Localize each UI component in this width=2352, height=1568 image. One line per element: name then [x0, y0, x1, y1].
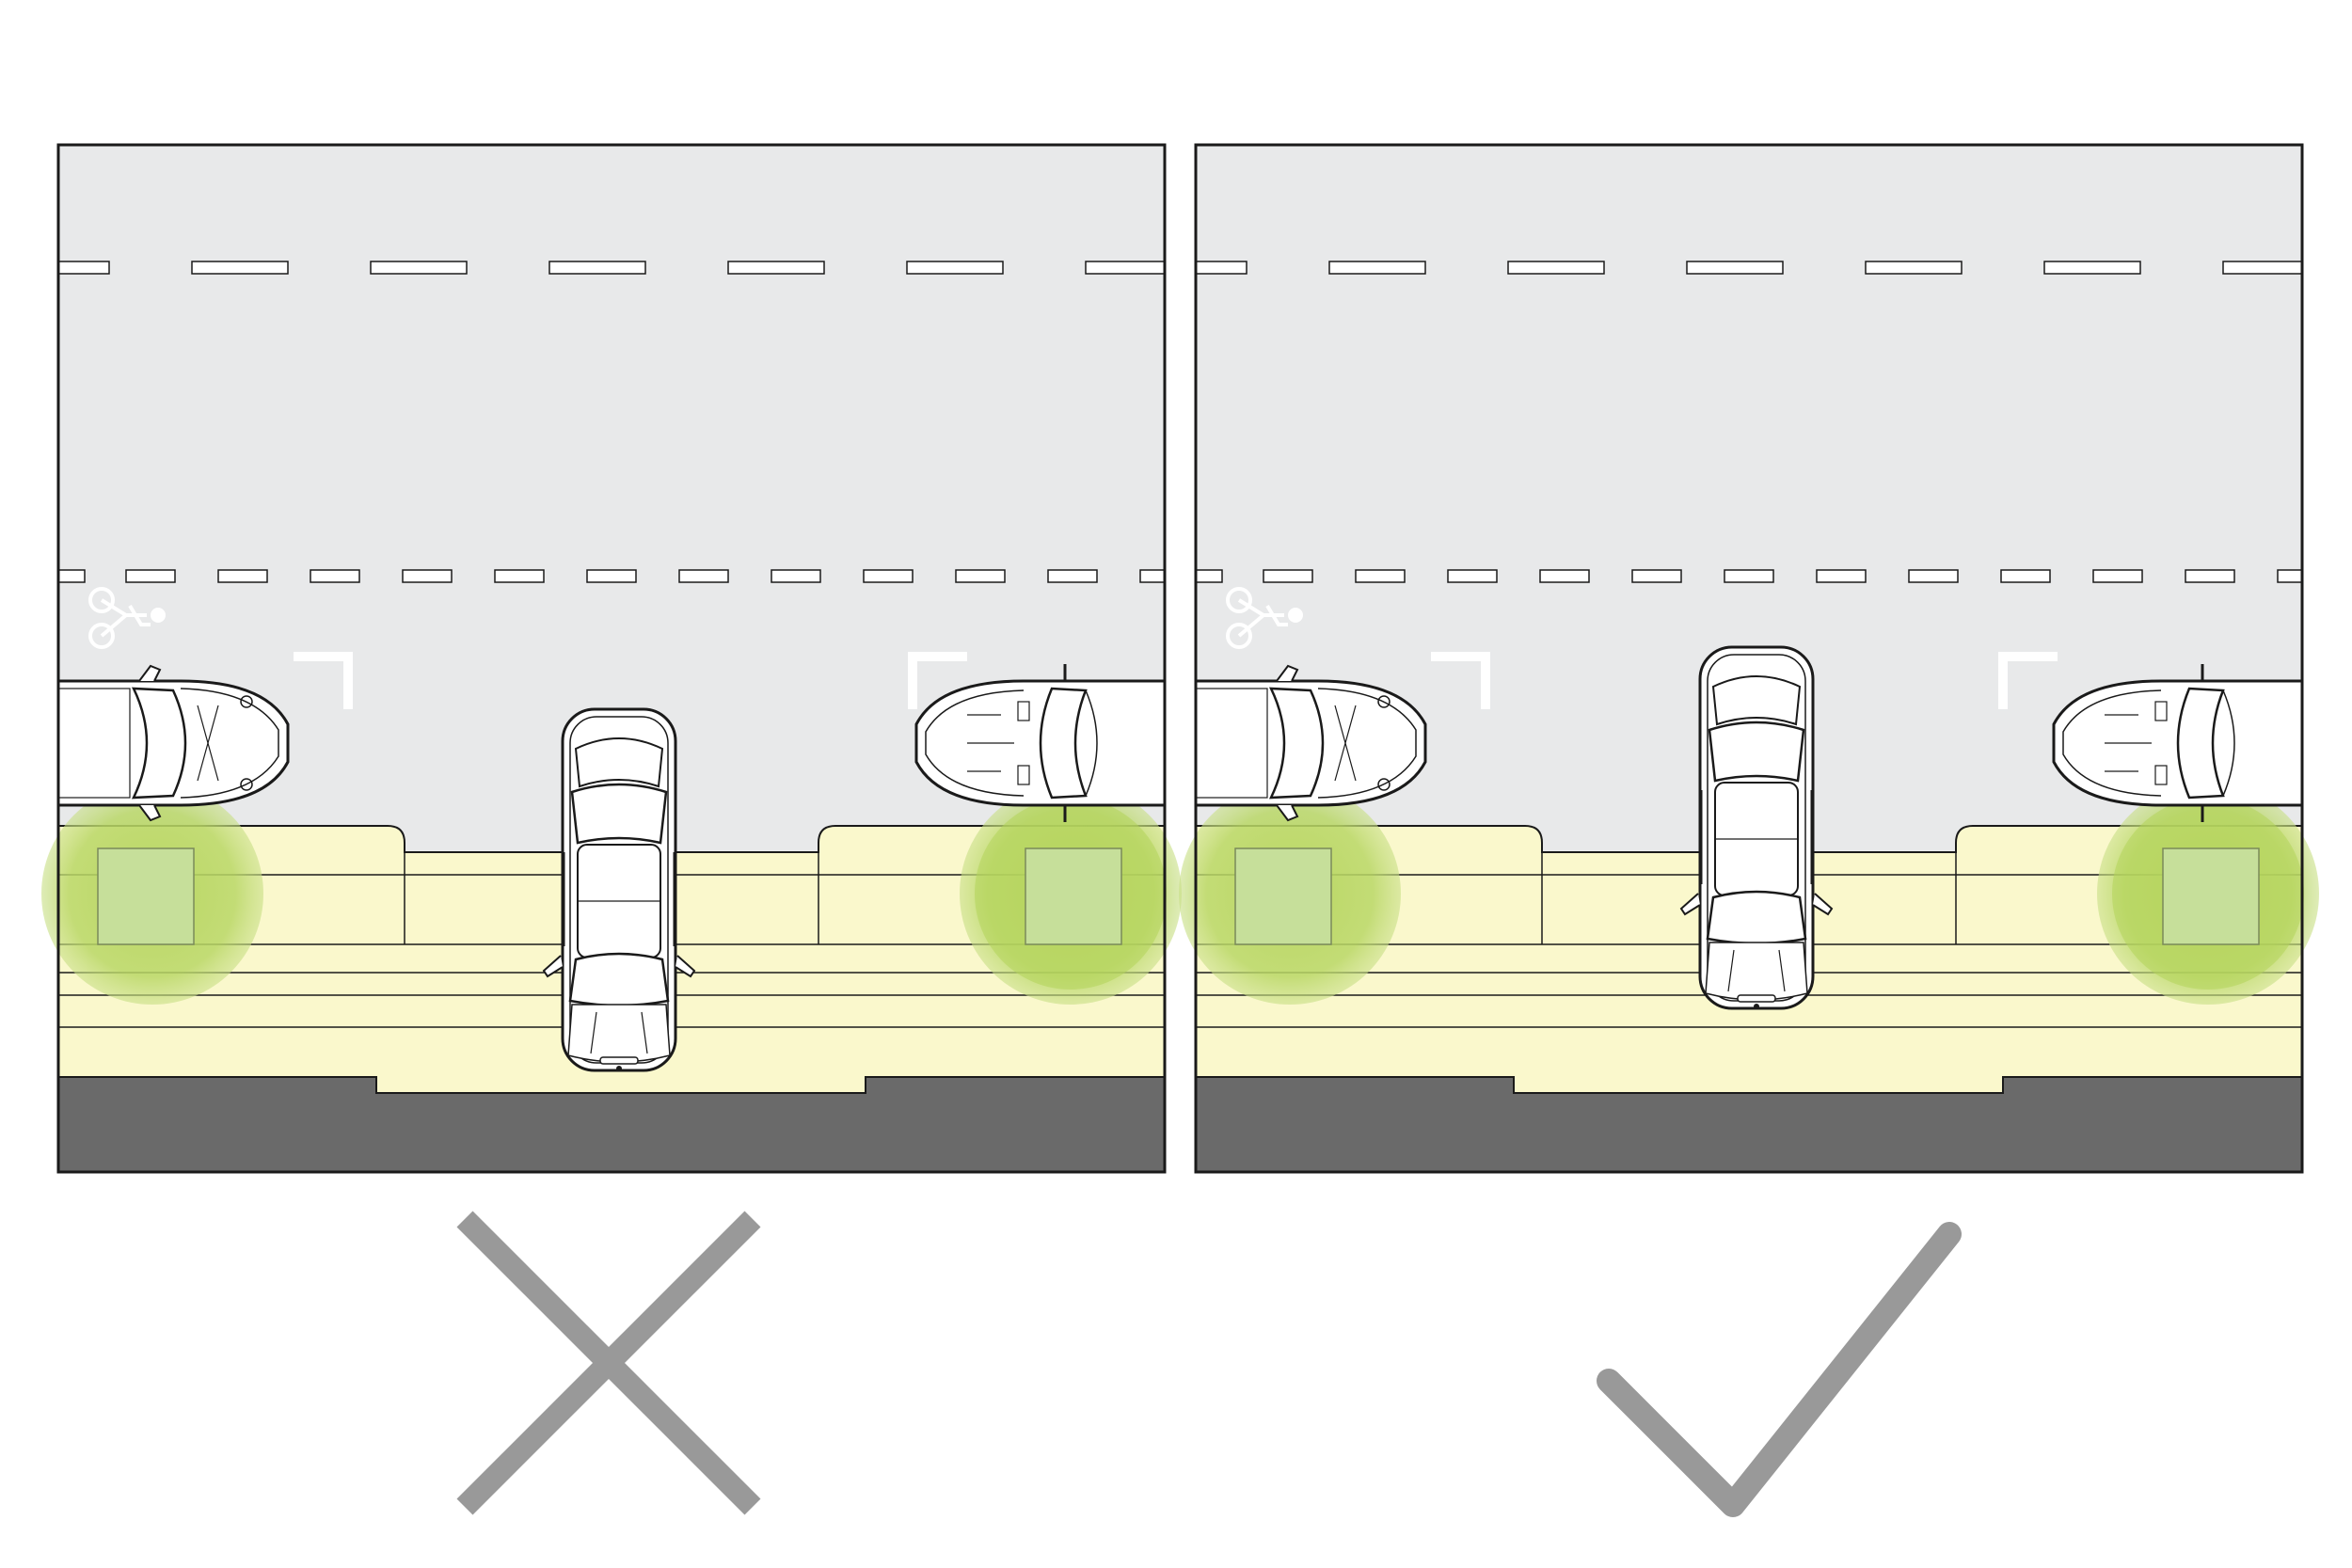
lane-dash — [217, 569, 268, 583]
lane-dash — [2222, 261, 2303, 275]
lane-dash — [370, 261, 468, 275]
lane-dash — [2277, 569, 2303, 583]
lane-dash — [1085, 261, 1166, 275]
lane-dash — [1816, 569, 1867, 583]
lane-dash — [1047, 569, 1098, 583]
check-mark-icon — [1597, 1222, 1962, 1517]
bike-lane-line-dashed — [57, 569, 1166, 583]
lane-dash — [548, 261, 646, 275]
lane-dash — [1195, 261, 1248, 275]
bike-lane-corner-marking — [1998, 652, 2058, 709]
lane-dash — [1355, 569, 1406, 583]
tree-pit — [97, 847, 195, 945]
driveway-car-blocking-sidewalk — [542, 707, 696, 1073]
lane-dash — [863, 569, 914, 583]
lane-dash — [310, 569, 360, 583]
lane-line-dashed-long — [57, 261, 1166, 275]
tree-pit — [1025, 847, 1122, 945]
lane-dash — [1447, 569, 1498, 583]
parked-car-left — [58, 664, 290, 822]
lane-line-dashed-long — [1195, 261, 2303, 275]
lane-dash — [1139, 569, 1166, 583]
lane-dash — [955, 569, 1006, 583]
lane-dash — [771, 569, 821, 583]
lane-dash — [1507, 261, 1605, 275]
lane-dash — [1724, 569, 1774, 583]
lane-dash — [678, 569, 729, 583]
driveway-car-clear-of-sidewalk — [1679, 645, 1834, 1011]
lane-dash — [402, 569, 453, 583]
bike-lane-corner-marking — [294, 652, 353, 709]
panel-frame — [56, 143, 1167, 1174]
lane-dash — [2043, 261, 2141, 275]
panel-frame — [1194, 143, 2304, 1174]
lane-dash — [906, 261, 1004, 275]
lane-dash — [2000, 569, 2051, 583]
lane-dash — [57, 569, 86, 583]
lane-dash — [586, 569, 637, 583]
lane-dash — [2092, 569, 2143, 583]
lane-dash — [1908, 569, 1959, 583]
bike-lane-corner-marking — [908, 652, 967, 709]
lane-dash — [191, 261, 289, 275]
bike-lane-corner-marking — [1431, 652, 1490, 709]
tree-pit — [2162, 847, 2260, 945]
lane-dash — [125, 569, 176, 583]
lane-dash — [1631, 569, 1682, 583]
lane-dash — [1328, 261, 1426, 275]
bike-lane-line-dashed — [1195, 569, 2303, 583]
panel-incorrect — [41, 143, 1182, 1174]
tree-pit — [1234, 847, 1332, 945]
lane-dash — [494, 569, 545, 583]
panel-correct — [1179, 143, 2319, 1174]
lane-dash — [57, 261, 110, 275]
lane-dash — [2185, 569, 2235, 583]
x-mark-icon — [456, 1211, 761, 1515]
lane-dash — [1686, 261, 1784, 275]
lane-dash — [1195, 569, 1223, 583]
lane-dash — [727, 261, 825, 275]
lane-dash — [1865, 261, 1963, 275]
lane-dash — [1539, 569, 1590, 583]
lane-dash — [1263, 569, 1313, 583]
parked-car-left-clip — [58, 664, 290, 822]
